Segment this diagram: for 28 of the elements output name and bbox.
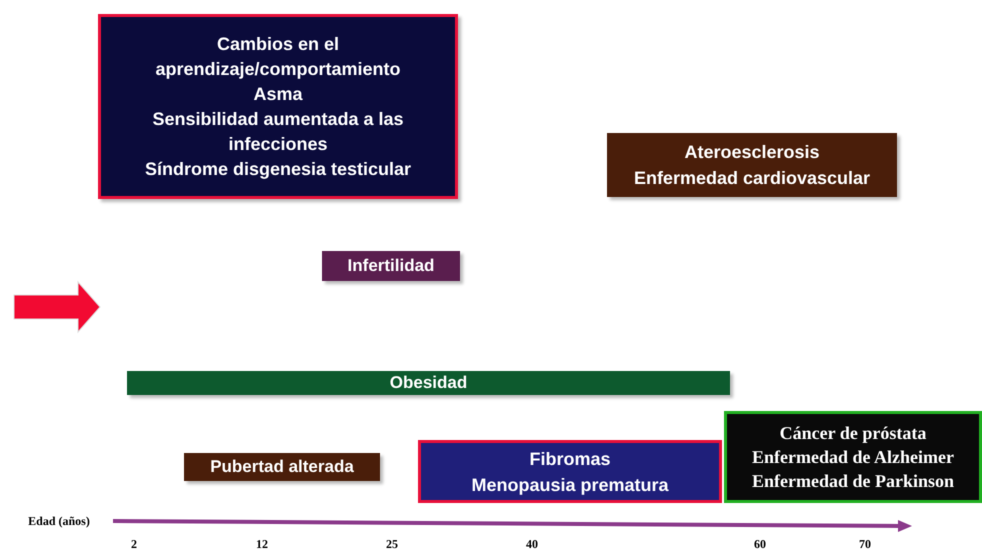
tick-label: 12	[255, 536, 269, 549]
condition-text: Obesidad	[390, 373, 468, 393]
condition-text: Infertilidad	[348, 255, 434, 277]
axis-title: Edad (años)	[28, 513, 90, 530]
condition-box	[418, 440, 722, 503]
condition-box	[607, 133, 897, 197]
condition-text: Enfermedad cardiovascular	[634, 167, 870, 190]
condition-text: Cambios en el aprendizaje/comportamiento	[154, 32, 402, 81]
condition-box	[724, 411, 982, 503]
tick-label: 40	[525, 536, 539, 549]
condition-text: Enfermedad de Parkinson	[752, 470, 954, 493]
tick-label: 70	[858, 536, 872, 549]
condition-text: Sensibilidad aumentada a las infecciones	[151, 108, 405, 156]
condition-box	[127, 371, 730, 395]
condition-box	[322, 251, 460, 281]
condition-text: Ateroesclerosis	[684, 141, 820, 164]
condition-text: Síndrome disgenesia testicular	[144, 158, 412, 181]
tick-label: 60	[753, 536, 767, 549]
condition-text: Enfermedad de Alzheimer	[752, 446, 954, 469]
condition-text: Menopausia prematura	[471, 474, 669, 497]
condition-text: Asma	[253, 82, 303, 106]
condition-box	[98, 14, 458, 199]
condition-text: Cáncer de próstata	[780, 422, 926, 445]
condition-text: Pubertad alterada	[210, 456, 354, 478]
condition-text: Fibromas	[529, 448, 611, 470]
condition-box	[184, 453, 380, 481]
tick-label: 25	[385, 536, 399, 549]
tick-label: 2	[130, 536, 138, 549]
